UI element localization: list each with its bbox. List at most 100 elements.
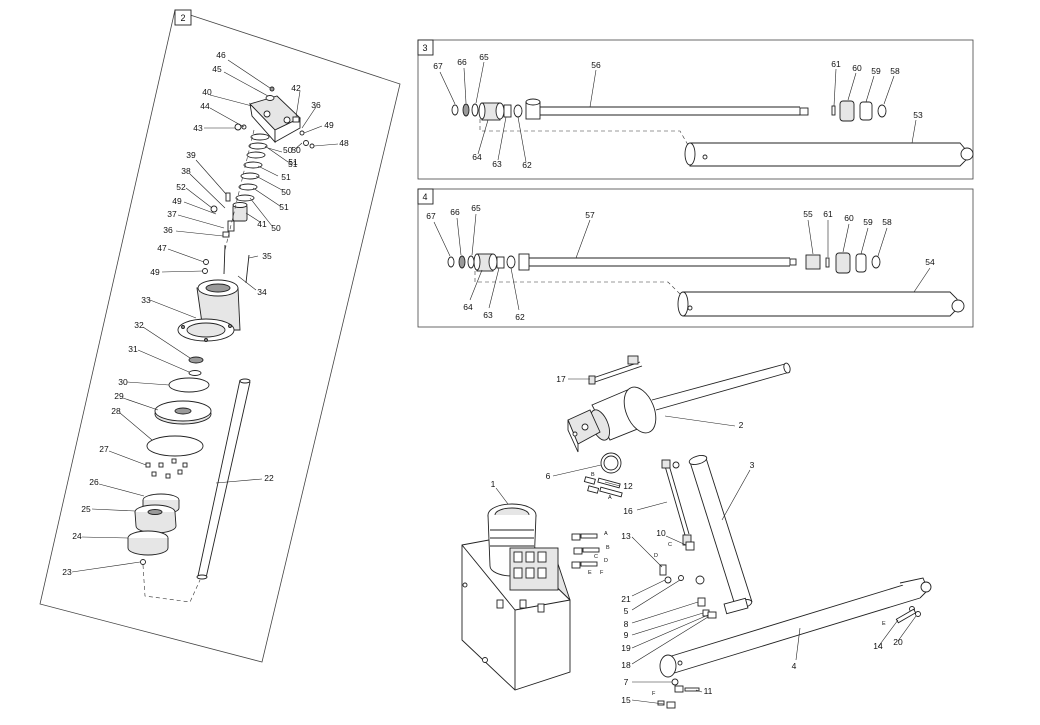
callout: 48 [339,138,349,148]
callout: 30 [118,377,128,387]
seal-66 [458,255,466,269]
callout: 2 [739,420,744,430]
callout: 47 [157,243,167,253]
callout: 62 [522,160,532,170]
piston-60 [835,252,851,274]
callout: 34 [257,287,267,297]
fitting-50a [303,140,309,146]
seal-59 [859,101,873,121]
callout: 45 [212,64,222,74]
seal-65 [471,103,479,117]
gland-64 [473,253,498,272]
fitting-46 [269,86,275,92]
piece-63 [496,256,505,269]
callout: 23 [62,567,72,577]
callout: 54 [925,257,935,267]
nut-58 [877,104,887,118]
panel-2-number-box [174,9,192,26]
ring-62 [506,255,516,269]
power-unit-1 [461,503,571,691]
callout: 8 [624,619,629,629]
fitting-49b [202,268,208,274]
port-letter: D [654,553,658,559]
panel-2: 2 [39,9,401,663]
callout: 36 [311,100,321,110]
callout: 5 [624,606,629,616]
callout: 17 [556,374,566,384]
nut-23 [140,559,146,565]
callout: 25 [81,504,91,514]
callout: 49 [172,196,182,206]
callout: 50 [291,145,301,155]
callout: 39 [186,150,196,160]
callout: 12 [623,481,633,491]
callout: 21 [621,594,631,604]
panel-3-callouts: 67 66 65 56 61 60 59 58 53 64 63 62 [433,52,923,170]
callout: 52 [176,182,186,192]
callout: 40 [202,87,212,97]
callout: 35 [262,251,272,261]
callout: 18 [621,660,631,670]
ring-31 [188,370,202,376]
port-letter: F [600,570,604,576]
piston-valve [210,192,248,238]
callout: 14 [873,641,883,651]
callout: 11 [704,686,713,696]
oring-30 [168,377,210,393]
callout: 44 [200,101,210,111]
callout: 42 [291,83,301,93]
barrel-54 [677,291,965,317]
callout: 60 [844,213,854,223]
callout: 59 [871,66,881,76]
seal-67 [447,256,455,268]
callout: 19 [621,643,631,653]
callout: 65 [479,52,489,62]
panel-4-leaders [433,213,931,311]
port-letter: D [604,558,608,564]
panel-3-leaders [439,61,917,163]
assembly-view: 17 2 3 6 12 1 16 10 13 21 5 8 9 19 18 4 … [461,355,932,709]
port-letter: C [594,554,598,560]
piece-63 [503,104,512,118]
ring-62 [513,104,523,118]
fitting-47 [203,259,209,265]
panel-2-leaders [71,59,339,573]
panel-4-number: 4 [422,192,427,202]
callout: 65 [471,203,481,213]
callout: 26 [89,477,99,487]
callout: 33 [141,295,151,305]
callout: 66 [450,207,460,217]
piston-rod-22 [196,378,251,580]
callout: 67 [426,211,436,221]
callout: 31 [128,344,138,354]
fitting-42 [292,116,300,123]
fittings-13 [571,533,600,569]
ring-32 [188,356,204,364]
callout: 15 [621,695,631,705]
callout: 61 [823,209,833,219]
callout: 56 [591,60,601,70]
callout: 51 [281,172,291,182]
cylinder-3 [688,455,753,615]
assembly-leaders [495,378,917,705]
callout: 67 [433,61,443,71]
seal-67 [451,104,459,116]
fitting-48 [309,143,315,149]
seal-stack [235,133,270,202]
callout: 13 [621,531,631,541]
panel-4: 4 [417,188,974,328]
callout: 27 [99,444,109,454]
callout: 1 [491,479,496,489]
callout: 55 [803,209,813,219]
rod-57 [518,253,797,271]
port-letter: A [604,531,608,537]
fittings-7-11-15 [657,678,700,709]
callout: 24 [72,531,82,541]
piston-60 [839,100,855,122]
port-letters: B A A B C D E F C D E F [588,472,886,697]
callout: 32 [134,320,144,330]
fitting-49a [299,130,305,136]
panel-4-frame [417,188,974,328]
gland-64 [478,102,505,121]
